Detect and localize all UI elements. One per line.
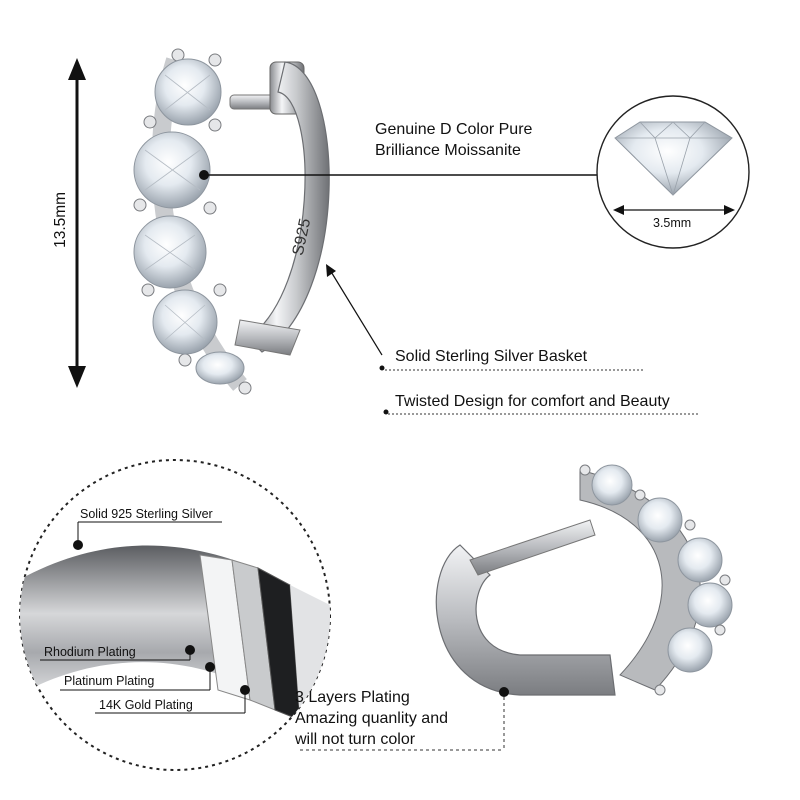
design-label: Twisted Design for comfort and Beauty	[395, 393, 670, 410]
basket-label: Solid Sterling Silver Basket	[395, 348, 588, 365]
layer-rhodium-label: Rhodium Plating	[44, 645, 136, 659]
height-measure-arrow	[68, 58, 86, 388]
earring-side-view	[300, 464, 733, 751]
stone-label-line1: Genuine D Color Pure	[375, 121, 533, 138]
layer-base-label: Solid 925 Sterling Silver	[80, 507, 213, 521]
layer-platinum-label: Platinum Plating	[64, 674, 155, 688]
stone-size-label: 3.5mm	[653, 216, 692, 230]
plating-line2: Amazing quanlity and	[295, 710, 448, 727]
plating-line1: 3 Layers Plating	[295, 689, 410, 706]
basket-leader	[326, 264, 700, 415]
stone-zoom-circle	[596, 95, 750, 249]
layer-gold-label: 14K Gold Plating	[99, 698, 193, 712]
stone-label-line2: Brilliance Moissanite	[375, 142, 521, 159]
earring-front-view	[133, 48, 330, 395]
plating-line3: will not turn color	[295, 731, 416, 748]
height-label: 13.5mm	[52, 191, 70, 248]
